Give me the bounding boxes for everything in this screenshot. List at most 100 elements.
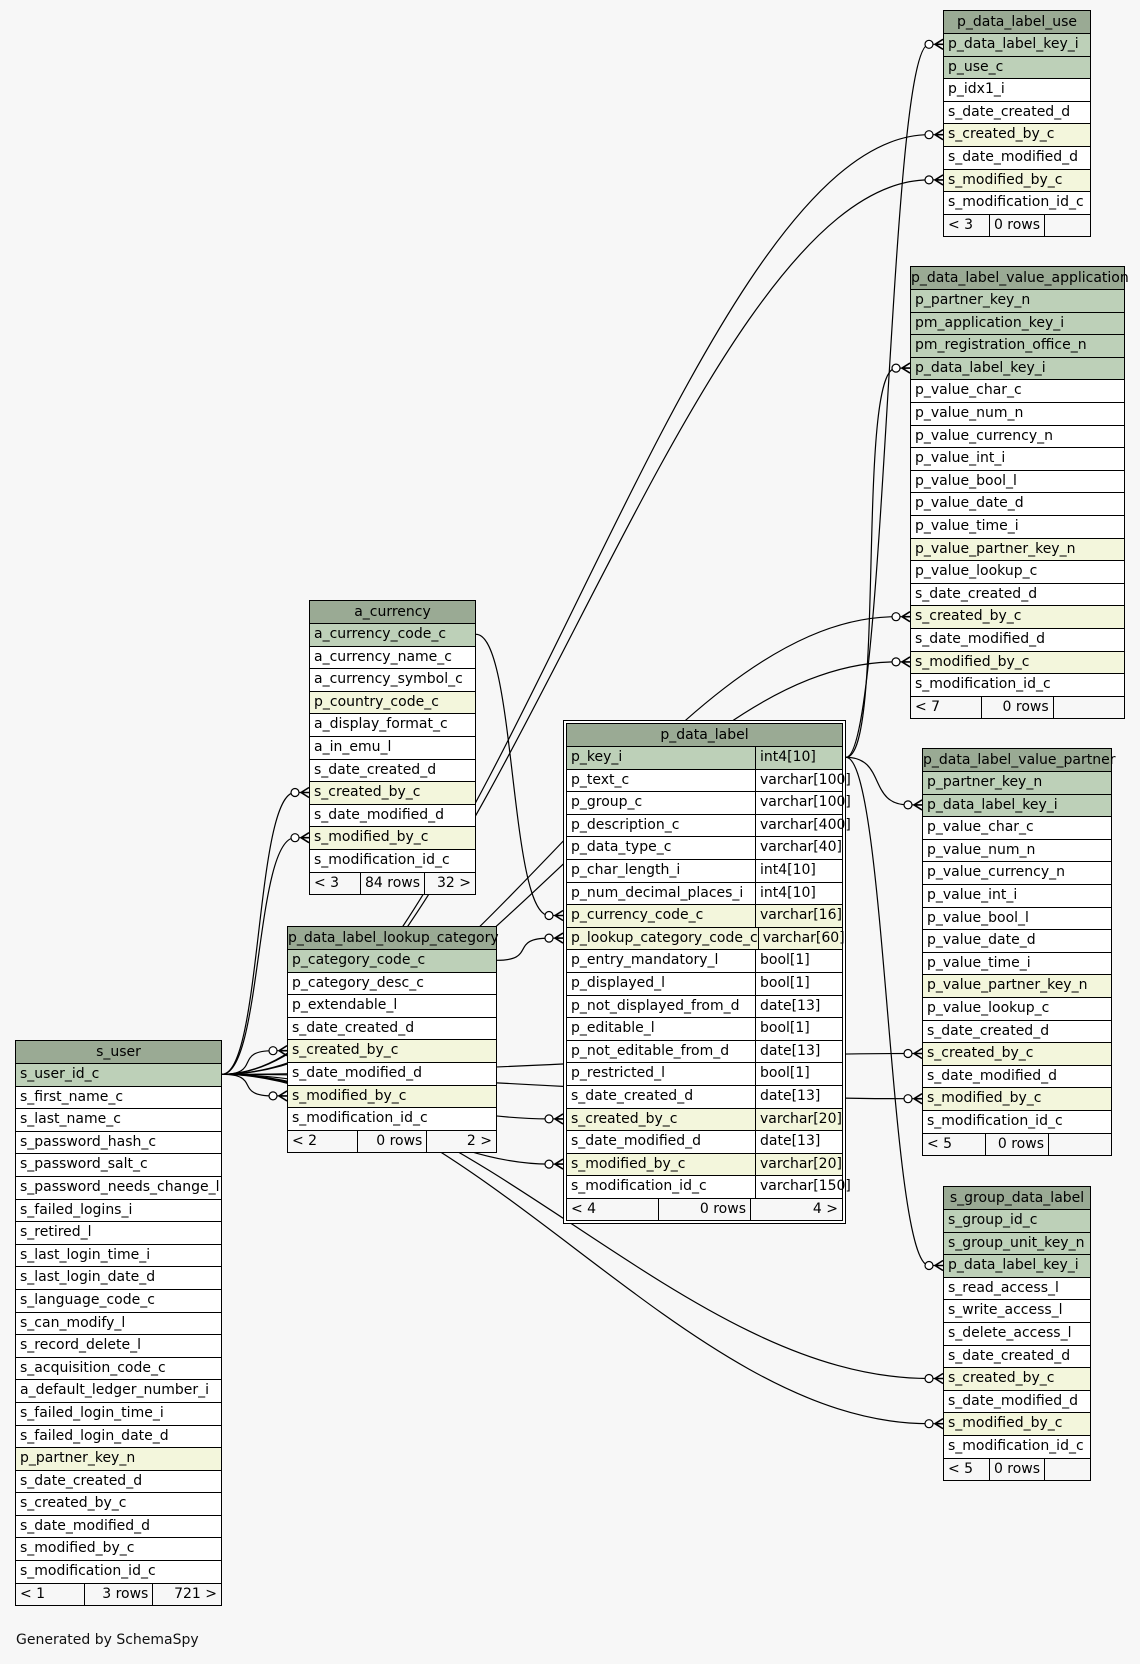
row-count[interactable]: 0 rows <box>988 1458 1044 1480</box>
row-count[interactable]: 0 rows <box>356 1130 427 1152</box>
column-row[interactable]: p_value_currency_n <box>911 426 1124 449</box>
parents-count[interactable]: < 7 <box>915 698 941 715</box>
children-count[interactable]: 2 > <box>426 1130 496 1152</box>
parents-count[interactable]: < 3 <box>948 216 974 233</box>
column-row[interactable]: s_retired_l <box>16 1222 221 1245</box>
parents-count[interactable]: < 5 <box>927 1135 953 1152</box>
table-title[interactable]: p_data_label_value_partner <box>923 749 1115 772</box>
column-row[interactable]: p_extendable_l <box>288 995 496 1018</box>
parents-count[interactable]: < 3 <box>314 874 340 891</box>
column-row[interactable]: s_first_name_c <box>16 1087 221 1110</box>
column-row[interactable]: s_password_salt_c <box>16 1154 221 1177</box>
column-row[interactable]: s_modified_by_c <box>944 169 1090 193</box>
table-title[interactable]: p_data_label_use <box>944 11 1090 34</box>
column-row[interactable]: a_currency_symbol_c <box>310 669 475 692</box>
column-row[interactable]: p_data_label_key_i <box>911 357 1124 381</box>
column-row[interactable]: s_modified_by_c <box>288 1085 496 1109</box>
column-row[interactable]: s_date_created_d <box>288 1018 496 1041</box>
table-title[interactable]: a_currency <box>310 601 475 624</box>
column-row[interactable]: s_date_modified_d <box>923 1066 1111 1089</box>
column-row[interactable]: s_user_id_c <box>16 1064 221 1087</box>
column-row[interactable]: s_modified_by_c <box>16 1538 221 1562</box>
column-row[interactable]: s_date_modified_d <box>944 1391 1090 1414</box>
column-row[interactable]: s_date_modified_d <box>944 147 1090 170</box>
column-row[interactable]: s_created_by_c <box>944 1368 1090 1391</box>
children-count[interactable]: 4 > <box>750 1198 842 1220</box>
column-row[interactable]: s_record_delete_l <box>16 1335 221 1358</box>
column-row[interactable]: s_modified_by_c <box>310 827 475 850</box>
row-count[interactable]: 0 rows <box>985 1133 1048 1155</box>
column-row[interactable]: p_value_num_n <box>923 840 1111 863</box>
column-row[interactable]: a_default_ledger_number_i <box>16 1380 221 1403</box>
column-row[interactable]: a_currency_code_c <box>310 624 475 647</box>
column-row[interactable]: s_group_id_c <box>944 1210 1090 1233</box>
column-row[interactable]: s_created_by_c <box>16 1493 221 1516</box>
column-row[interactable]: p_value_currency_n <box>923 862 1111 885</box>
column-row[interactable]: p_value_partner_key_n <box>911 538 1124 562</box>
column-row[interactable]: s_date_created_d <box>310 760 475 783</box>
column-row[interactable]: p_data_label_key_i <box>944 34 1090 57</box>
children-count[interactable] <box>1044 214 1090 236</box>
table-title[interactable]: p_data_label_lookup_category <box>288 927 499 950</box>
column-row[interactable]: p_partner_key_n <box>923 772 1111 795</box>
column-row[interactable]: s_created_by_c <box>944 124 1090 147</box>
column-row[interactable]: p_value_date_d <box>923 930 1111 953</box>
column-row[interactable]: s_read_access_l <box>944 1278 1090 1301</box>
column-row[interactable]: p_value_int_i <box>911 448 1124 471</box>
row-count[interactable]: 3 rows <box>83 1583 153 1605</box>
column-row[interactable]: p_partner_key_n <box>16 1448 221 1471</box>
column-row[interactable]: p_value_partner_key_n <box>923 975 1111 998</box>
column-row[interactable]: s_last_login_time_i <box>16 1245 221 1268</box>
column-row[interactable]: s_can_modify_l <box>16 1313 221 1336</box>
column-row[interactable]: s_group_unit_key_n <box>944 1232 1090 1256</box>
column-row[interactable]: p_data_label_key_i <box>944 1255 1090 1278</box>
column-row[interactable]: p_value_time_i <box>923 953 1111 976</box>
column-row[interactable]: s_modification_id_c <box>288 1108 496 1131</box>
column-row[interactable]: s_date_modified_d <box>288 1063 496 1086</box>
column-row[interactable]: p_category_code_c <box>288 950 496 973</box>
children-count[interactable] <box>1048 1133 1111 1155</box>
column-row[interactable]: s_delete_access_l <box>944 1323 1090 1346</box>
column-row[interactable]: s_date_created_d <box>944 102 1090 125</box>
row-count[interactable]: 0 rows <box>988 214 1044 236</box>
children-count[interactable]: 721 > <box>152 1583 221 1605</box>
row-count[interactable]: 0 rows <box>658 1198 750 1220</box>
children-count[interactable] <box>1044 1458 1090 1480</box>
column-row[interactable]: s_created_by_c <box>911 606 1124 629</box>
parents-count[interactable]: < 1 <box>20 1585 46 1602</box>
column-row[interactable]: s_modification_id_c <box>310 850 475 873</box>
column-row[interactable]: s_password_hash_c <box>16 1132 221 1155</box>
column-row[interactable]: a_in_emu_l <box>310 737 475 760</box>
children-count[interactable]: 32 > <box>424 872 475 894</box>
column-row[interactable]: s_date_created_d <box>944 1346 1090 1369</box>
column-row[interactable]: s_failed_login_date_d <box>16 1426 221 1449</box>
column-row[interactable]: s_date_modified_d <box>911 629 1124 652</box>
column-row[interactable]: s_acquisition_code_c <box>16 1358 221 1381</box>
column-row[interactable]: p_use_c <box>944 56 1090 80</box>
column-row[interactable]: pm_registration_office_n <box>911 335 1124 358</box>
parents-count[interactable]: < 5 <box>948 1460 974 1477</box>
column-row[interactable]: s_created_by_c <box>923 1043 1111 1066</box>
column-row[interactable]: s_last_name_c <box>16 1109 221 1132</box>
